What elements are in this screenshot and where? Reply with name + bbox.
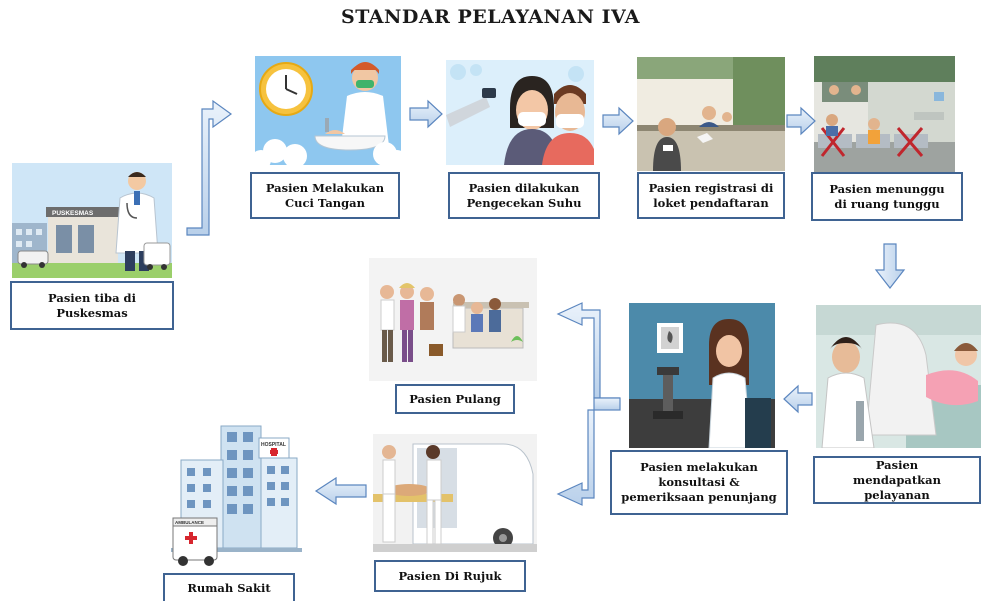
arrow-handwash-to-temp: [409, 99, 443, 129]
waiting-room-illustration: [814, 56, 955, 172]
registration-counter-illustration: [637, 57, 785, 171]
handwashing-illustration: [255, 56, 401, 165]
puskesmas-illustration: PUSKESMAS: [12, 163, 172, 278]
examination-illustration: [816, 305, 981, 448]
going-home-illustration: [369, 258, 537, 381]
hospital-illustration: HOSPITAL AMBULANCE: [171, 420, 302, 569]
arrow-consult-split: [556, 302, 621, 506]
ambulance-sign: AMBULANCE: [175, 520, 204, 525]
consultation-illustration: [629, 303, 775, 448]
referral-ambulance-illustration: [373, 434, 537, 552]
arrow-arrive-to-handwash: [186, 99, 233, 236]
arrow-registration-to-waiting: [786, 106, 816, 136]
hospital-sign: HOSPITAL: [261, 442, 286, 448]
puskesmas-sign: PUSKESMAS: [52, 210, 94, 217]
step-label-go-home: Pasien Pulang: [395, 384, 515, 414]
diagram-title: STANDAR PELAYANAN IVA: [340, 6, 641, 28]
temperature-check-illustration: [446, 60, 594, 165]
step-label-hospital: Rumah Sakit: [163, 573, 295, 601]
arrow-waiting-to-service: [874, 243, 906, 289]
arrow-service-to-consult: [783, 384, 813, 414]
step-label-referred: Pasien Di Rujuk: [374, 560, 526, 592]
arrow-temp-to-registration: [602, 106, 634, 136]
arrow-referred-to-hospital: [314, 476, 367, 506]
